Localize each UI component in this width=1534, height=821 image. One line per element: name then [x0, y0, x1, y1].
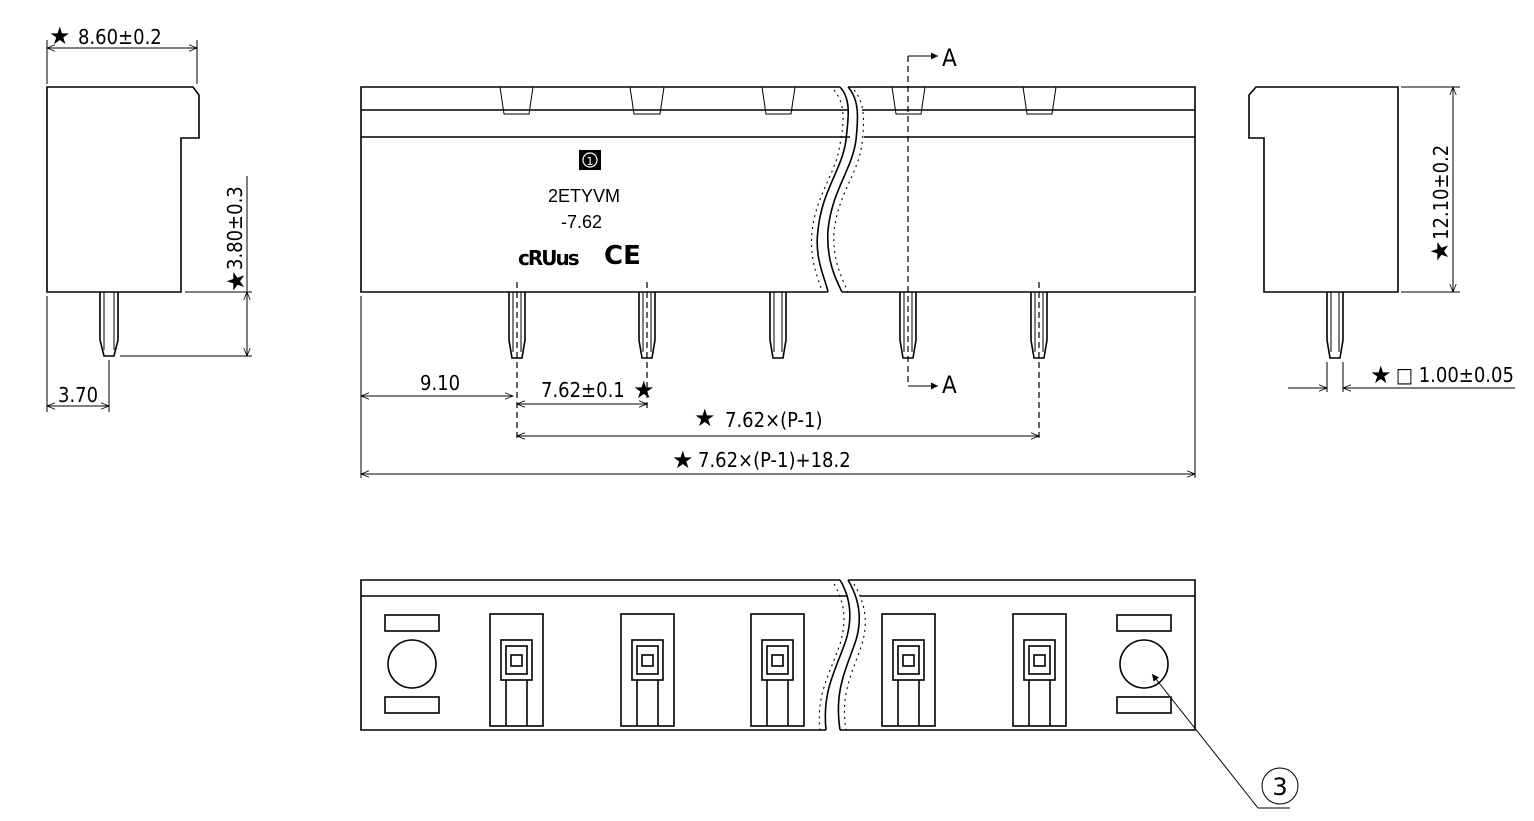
dim-pitch: 7.62±0.1 — [541, 378, 625, 402]
star-icon: ★ — [694, 404, 716, 432]
right-side-view: 12.10±0.2 ★ ★ □ 1.00±0.05 — [1248, 85, 1515, 392]
dim-width-top: 8.60±0.2 — [78, 25, 162, 49]
ul-mark-icon: cRUus — [518, 246, 579, 270]
star-icon: ★ — [49, 22, 71, 50]
star-icon: ★ — [222, 270, 250, 292]
dim-pin-square: □ 1.00±0.05 — [1396, 363, 1514, 387]
dim-pin-offset: 3.70 — [58, 383, 98, 407]
part-number-line1: 2ETYVM — [548, 186, 620, 206]
dim-span: 7.62×(P-1) — [725, 408, 823, 432]
dim-edge-to-pin: 9.10 — [420, 371, 460, 395]
dim-pin-height: 3.80±0.3 — [223, 186, 247, 270]
pin-one-number: 1 — [587, 155, 594, 168]
dim-height-right: 12.10±0.2 — [1429, 145, 1453, 240]
callout-number: 3 — [1272, 773, 1287, 801]
star-icon: ★ — [672, 446, 694, 474]
bottom-view: 3 — [360, 579, 1299, 809]
dim-total-length: 7.62×(P-1)+18.2 — [698, 448, 851, 472]
star-icon: ★ — [633, 376, 655, 404]
star-icon: ★ — [1370, 361, 1392, 389]
section-label-top: A — [942, 44, 957, 72]
front-view: A A 1 2ETYVM -7.62 cRUus CE 9.10 7.62±0.… — [359, 44, 1197, 478]
part-number-line2: -7.62 — [561, 212, 602, 232]
ce-mark-icon: CE — [604, 241, 641, 271]
left-side-view: ★ 8.60±0.2 3.80±0.3 ★ 3.70 — [45, 22, 252, 412]
section-label-bottom: A — [942, 371, 957, 399]
star-icon: ★ — [1426, 240, 1454, 262]
